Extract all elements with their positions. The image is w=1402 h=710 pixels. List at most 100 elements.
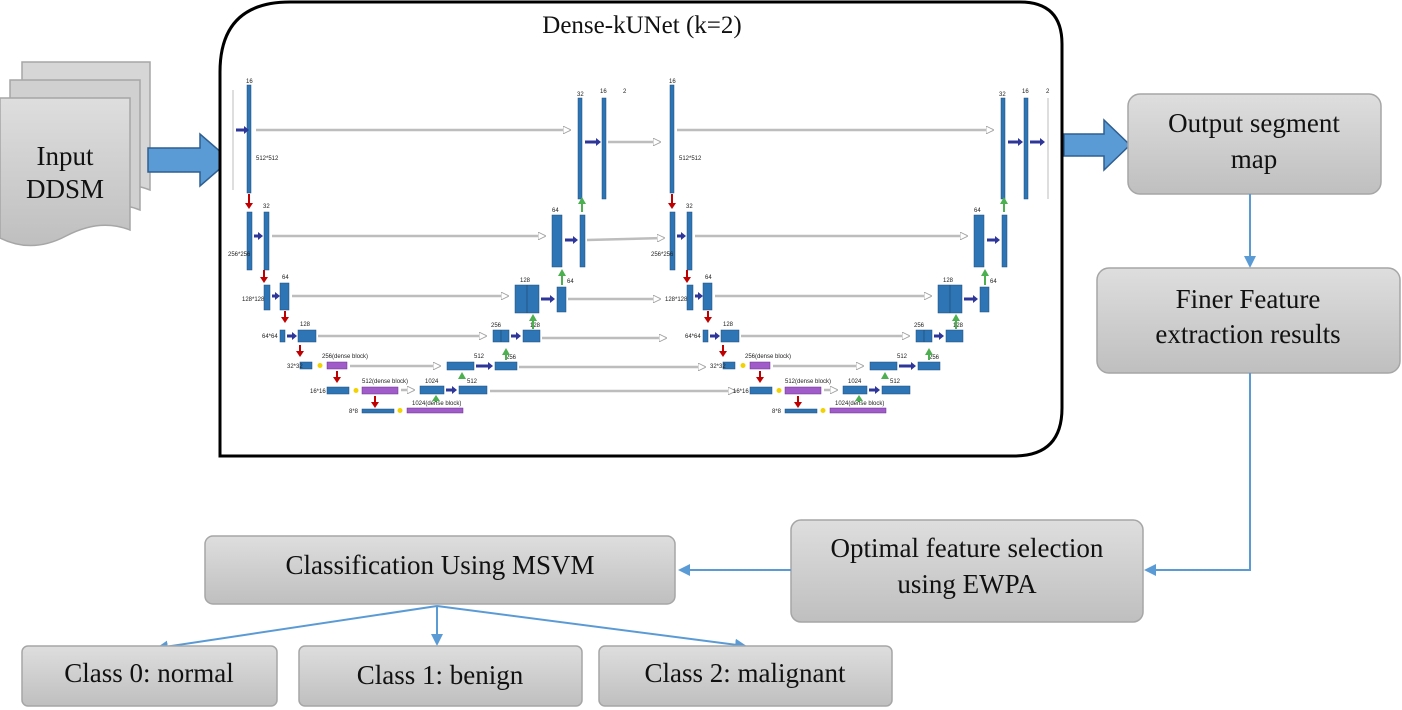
resolution-label: 32*32 [287, 364, 303, 370]
output-segment-line1: Output segment [1168, 108, 1340, 138]
conv-block [299, 361, 313, 370]
resolution-label: 16*16 [733, 389, 749, 395]
channel-label: 128 [300, 322, 311, 328]
conv-block [1000, 97, 1006, 200]
conv-block [246, 211, 253, 271]
channel-label: 2 [623, 89, 627, 95]
dense-block [749, 361, 771, 370]
conv-block [979, 286, 990, 313]
finer-feature-line2: extraction results [1155, 319, 1340, 349]
input-label-line1: Input [37, 141, 94, 171]
arrow-to-class-0 [156, 605, 438, 653]
resolution-label: 128*128 [242, 297, 265, 303]
channel-label: 16 [600, 89, 607, 95]
resolution-label: 256*256 [651, 252, 674, 258]
conv-block [669, 211, 676, 271]
conv-block [1001, 214, 1008, 268]
channel-label: 256 [506, 355, 517, 361]
channel-label: 16 [669, 79, 676, 85]
finer-feature-box: Finer Feature extraction results [1096, 267, 1401, 374]
conv-block [722, 361, 736, 370]
conv-block [784, 408, 818, 414]
conv-block [579, 214, 586, 268]
input-block-arrow [147, 132, 232, 188]
optimal-feature-line2: using EWPA [897, 569, 1037, 599]
conv-block [446, 361, 475, 371]
channel-label: 128 [723, 322, 734, 328]
classification-label: Classification Using MSVM [285, 550, 594, 580]
class-1-box: Class 1: benign [298, 645, 583, 707]
conv-block [494, 361, 518, 371]
conv-block [458, 385, 488, 395]
class-0-box: Class 0: normal [21, 645, 278, 707]
conv-block [279, 329, 286, 343]
channel-label: 32 [686, 204, 693, 210]
conv-block [361, 408, 395, 414]
channel-label: 256(dense block) [322, 354, 368, 360]
conv-block [263, 284, 271, 311]
channel-label: 256 [914, 323, 925, 329]
conv-block [869, 361, 898, 371]
channel-label: 32 [263, 204, 270, 210]
resolution-label: 8*8 [349, 409, 359, 415]
channel-label: 1024 [848, 379, 862, 385]
conv-block [551, 214, 563, 268]
channel-label: 64 [567, 279, 574, 285]
conv-block [881, 385, 911, 395]
class-0-label: Class 0: normal [64, 658, 234, 688]
unet-right: 16 512*512 32 16 2 32 256*256 64 [651, 79, 1050, 415]
resolution-label: 8*8 [772, 409, 782, 415]
resolution-label: 128*128 [665, 297, 688, 303]
output-segment-box: Output segment map [1127, 93, 1382, 195]
conv-block [326, 386, 350, 395]
dense-kunet-panel: Dense-kUNet (k=2) [218, 0, 1064, 458]
optimal-feature-box: Optimal feature selection using EWPA [790, 519, 1144, 623]
conv-block [556, 286, 567, 313]
conv-block [945, 329, 964, 343]
class-2-label: Class 2: malignant [645, 658, 846, 688]
unet-left: 16 512*512 32 16 2 32 256*256 64 [228, 79, 735, 415]
conv-block [577, 97, 583, 200]
dense-block [406, 407, 464, 414]
arrow-to-class-2 [436, 605, 747, 651]
resolution-label: 512*512 [679, 156, 702, 162]
resolution-label: 64*64 [262, 334, 278, 340]
conv-block [297, 329, 317, 343]
input-label-line2: DDSM [26, 174, 104, 204]
resolution-label: 64*64 [685, 334, 701, 340]
conv-block [702, 329, 709, 343]
resolution-label: 32*32 [710, 364, 726, 370]
channel-label: 1024(dense block) [412, 401, 461, 407]
channel-label: 512(dense block) [362, 379, 408, 385]
conv-block [601, 97, 607, 200]
channel-label: 512 [467, 379, 478, 385]
channel-label: 64 [552, 208, 559, 214]
channel-label: 32 [999, 92, 1006, 98]
channel-label: 16 [246, 79, 253, 85]
conv-block [1023, 97, 1029, 200]
class-1-label: Class 1: benign [357, 660, 524, 690]
classification-box: Classification Using MSVM [204, 535, 676, 605]
channel-label: 512(dense block) [785, 379, 831, 385]
channel-label: 256(dense block) [745, 354, 791, 360]
channel-label: 256 [929, 355, 940, 361]
input-ddsm-stack: Input DDSM [0, 61, 151, 247]
conv-block [279, 282, 290, 311]
channel-label: 512 [890, 379, 901, 385]
channel-label: 256 [491, 323, 502, 329]
channel-label: 64 [282, 275, 289, 281]
channel-label: 128 [520, 278, 531, 284]
channel-label: 1024 [425, 379, 439, 385]
channel-label: 32 [577, 92, 584, 98]
resolution-label: 16*16 [310, 389, 326, 395]
channel-label: 2 [1046, 89, 1050, 95]
channel-label: 16 [1022, 89, 1029, 95]
channel-label: 64 [705, 275, 712, 281]
channel-label: 128 [943, 278, 954, 284]
channel-label: 64 [974, 208, 981, 214]
conv-block [419, 385, 445, 395]
dense-block [784, 386, 822, 395]
channel-label: 1024(dense block) [835, 401, 884, 407]
dense-block [326, 361, 348, 370]
